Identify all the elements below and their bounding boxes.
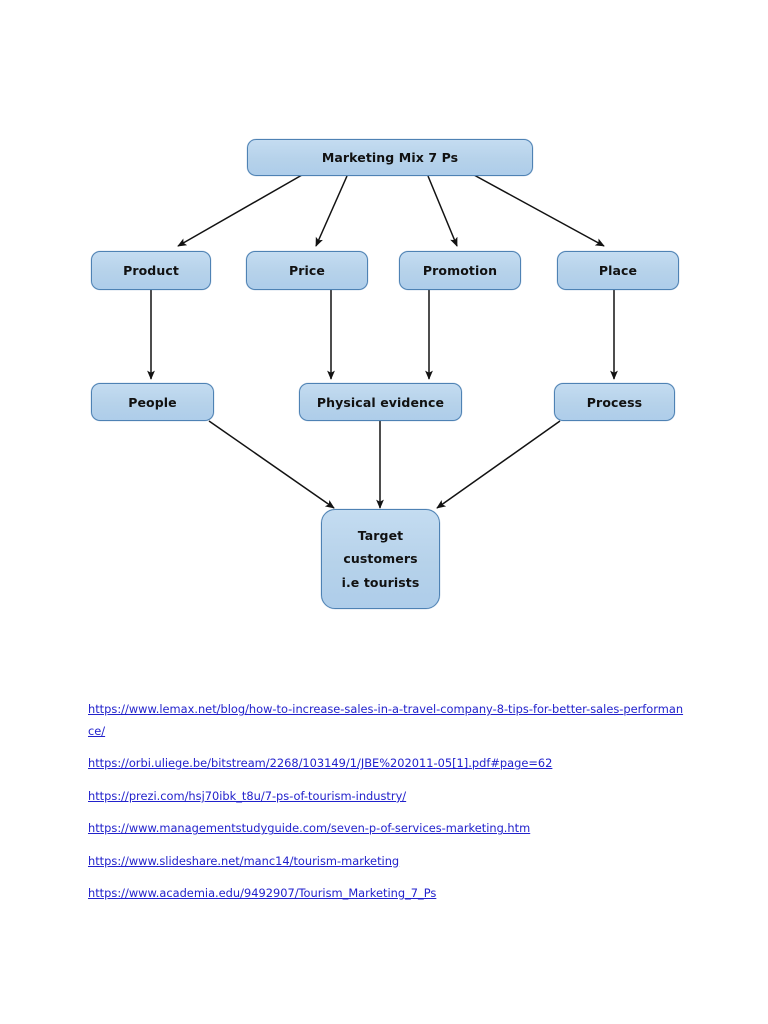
edge-root-promotion — [427, 175, 458, 247]
node-people[interactable]: People — [91, 383, 214, 421]
node-label-line-2: customers — [343, 551, 418, 567]
reference-row: https://www.managementstudyguide.com/sev… — [88, 817, 688, 839]
node-marketing-mix-7-ps[interactable]: Marketing Mix 7 Ps — [247, 139, 533, 176]
edge-root-place — [473, 174, 605, 247]
node-label: Process — [586, 394, 643, 410]
node-product[interactable]: Product — [91, 251, 211, 290]
node-label: Marketing Mix 7 Ps — [321, 150, 459, 165]
node-label: Promotion — [422, 263, 498, 278]
reference-link-academia[interactable]: https://www.academia.edu/9492907/Tourism… — [88, 886, 437, 901]
node-target-customers[interactable]: Target customers i.e tourists — [321, 509, 440, 609]
reference-row: https://www.lemax.net/blog/how-to-increa… — [88, 698, 688, 742]
edge-root-product — [177, 174, 303, 247]
reference-link-list: https://www.lemax.net/blog/how-to-increa… — [88, 698, 688, 915]
marketing-mix-diagram: Marketing Mix 7 Ps Product Price Promoti… — [91, 139, 679, 609]
node-label-line-3: i.e tourists — [341, 574, 420, 590]
reference-link-slideshare[interactable]: https://www.slideshare.net/manc14/touris… — [88, 853, 400, 868]
node-place[interactable]: Place — [557, 251, 679, 290]
node-label: People — [128, 394, 177, 410]
node-price[interactable]: Price — [246, 251, 368, 290]
node-process[interactable]: Process — [554, 383, 675, 421]
node-label: Physical evidence — [316, 394, 445, 410]
reference-row: https://prezi.com/hsj70ibk_t8u/7-ps-of-t… — [88, 785, 688, 807]
node-label-line-1: Target — [357, 528, 404, 544]
reference-row: https://orbi.uliege.be/bitstream/2268/10… — [88, 752, 688, 774]
node-label: Place — [598, 263, 638, 278]
node-promotion[interactable]: Promotion — [399, 251, 521, 290]
reference-row: https://www.slideshare.net/manc14/touris… — [88, 850, 688, 872]
edge-people-target — [208, 420, 335, 509]
reference-link-prezi[interactable]: https://prezi.com/hsj70ibk_t8u/7-ps-of-t… — [88, 788, 407, 803]
node-label: Product — [123, 263, 179, 278]
reference-link-orbi-uliege[interactable]: https://orbi.uliege.be/bitstream/2268/10… — [88, 756, 553, 771]
reference-link-managementstudyguide[interactable]: https://www.managementstudyguide.com/sev… — [88, 821, 531, 836]
node-label: Price — [289, 263, 325, 278]
edge-root-price — [315, 175, 348, 247]
reference-link-lemax[interactable]: https://www.lemax.net/blog/how-to-increa… — [88, 702, 684, 738]
edge-process-target — [436, 420, 561, 509]
reference-row: https://www.academia.edu/9492907/Tourism… — [88, 882, 688, 904]
node-physical-evidence[interactable]: Physical evidence — [299, 383, 462, 421]
